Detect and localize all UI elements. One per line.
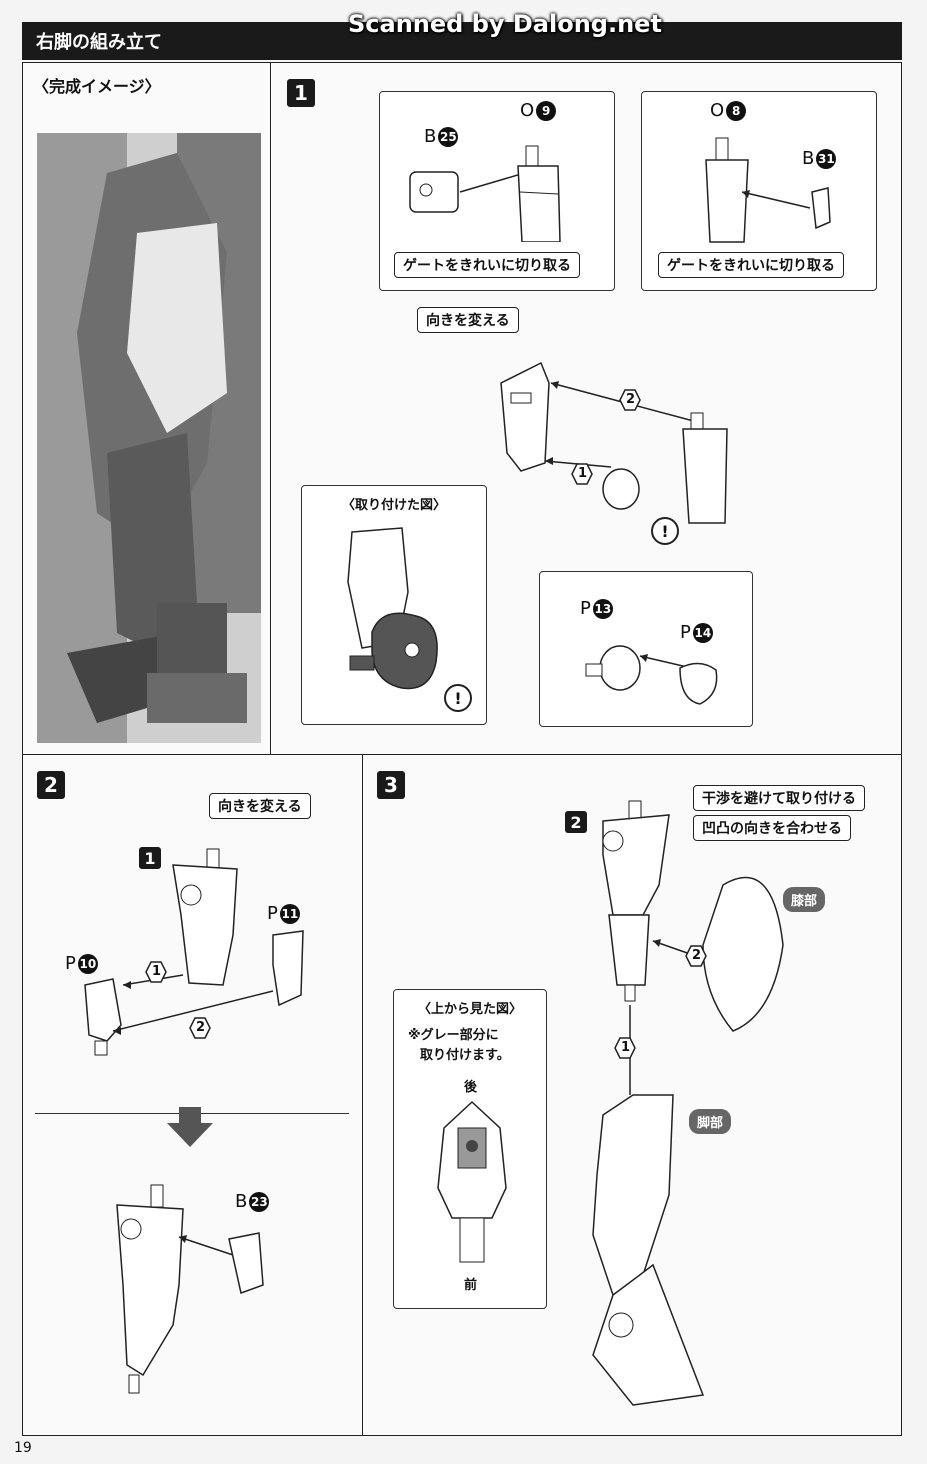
completed-image-label: 〈完成イメージ〉 — [33, 77, 161, 96]
step3-assembly-drawing — [592, 800, 784, 1406]
top-view-box: 〈上から見た図〉 ※グレー部分に 取り付けます。 後 前 — [393, 989, 547, 1309]
step2-seq-hex-2 — [189, 1017, 211, 1039]
scan-watermark: Scanned by Dalong.net — [348, 10, 662, 38]
part-letter: P — [267, 903, 278, 924]
part-letter: P — [65, 953, 76, 974]
part-number-badge: 31 — [816, 148, 837, 169]
seq-hex-2-label: 2 — [626, 392, 636, 407]
step3-panel: 3 2 干渉を避けて取り付ける 凹凸の向きを合わせる 膝部 脚部 2 1 〈上か… — [362, 754, 902, 1436]
step2-seq-hex-1 — [145, 961, 167, 983]
part-letter: B — [424, 126, 437, 147]
seq-hex-1 — [571, 463, 593, 485]
completed-image-panel: 〈完成イメージ〉 — [22, 62, 272, 756]
leg-part-tag: 脚部 — [689, 1109, 732, 1134]
step2-turn-label: 向きを変える — [209, 793, 311, 819]
step2-ref-number: 1 — [139, 847, 161, 869]
step1-box-c: P 13 P 14 — [539, 571, 753, 727]
top-view-note-line2: 取り付けます。 — [420, 1048, 510, 1063]
gate-cut-note-a: ゲートをきれいに切り取る — [394, 252, 580, 278]
interference-note: 干渉を避けて取り付ける — [693, 785, 865, 811]
step1-panel: 1 B 25 O 9 ゲートをきれいに切り取る O 8 B 31 — [270, 62, 902, 756]
step2-assembly-drawing — [84, 848, 304, 1056]
top-view-title: 〈上から見た図〉 — [418, 1002, 523, 1017]
step3-seq-hex-1 — [614, 1037, 636, 1059]
part-number-badge: 9 — [536, 100, 557, 121]
step3-seq-hex-2-label: 2 — [692, 948, 702, 963]
step1-box-a: B 25 O 9 ゲートをきれいに切り取る — [379, 91, 615, 291]
step2-result-drawing — [116, 1184, 264, 1394]
seq-hex-1-label: 1 — [578, 466, 588, 481]
part-letter: P — [580, 598, 591, 619]
gate-cut-note-b: ゲートをきれいに切り取る — [658, 252, 844, 278]
step1-box-b: O 8 B 31 ゲートをきれいに切り取る — [641, 91, 877, 291]
part-b25-label: B 25 — [424, 126, 459, 147]
seq-hex-2 — [619, 389, 641, 411]
top-view-front-label: 前 — [464, 1278, 478, 1293]
section-title: 右脚の組み立て — [36, 32, 162, 53]
parts-p13-p14-drawing — [585, 645, 718, 705]
alert-glyph: ! — [661, 521, 669, 541]
step3-number: 3 — [377, 771, 405, 799]
part-number-badge: 10 — [77, 953, 98, 974]
step3-seq-hex-2 — [685, 945, 707, 967]
step2-panel: 2 向きを変える 1 P 11 P 10 1 2 B 23 — [22, 754, 364, 1436]
attached-view-drawing — [347, 527, 438, 690]
page-number: 19 — [14, 1440, 32, 1456]
down-arrow-icon — [167, 1107, 213, 1147]
alignment-note: 凹凸の向きを合わせる — [693, 815, 851, 841]
part-letter: B — [802, 148, 815, 169]
part-number-badge: 8 — [726, 100, 747, 121]
part-p11-label: P 11 — [267, 903, 300, 924]
part-number-badge: 11 — [279, 903, 300, 924]
part-number-badge: 25 — [438, 126, 459, 147]
completed-leg-photo — [37, 133, 261, 743]
part-b31-label: B 31 — [802, 148, 837, 169]
part-o8-label: O 8 — [710, 100, 747, 121]
part-letter: P — [680, 622, 691, 643]
step1-assembly-drawing — [500, 361, 728, 524]
part-o9-label: O 9 — [520, 100, 557, 121]
part-p14-label: P 14 — [680, 622, 713, 643]
knee-part-tag: 膝部 — [783, 887, 826, 912]
attached-view-box: 〈取り付けた図〉 ! — [301, 485, 487, 725]
part-letter: O — [710, 100, 725, 121]
parts-o8-b31-drawing — [705, 137, 831, 243]
step3-seq-hex-1-label: 1 — [621, 1040, 631, 1055]
turn-around-label: 向きを変える — [417, 307, 519, 333]
parts-o9-b25-drawing — [409, 145, 561, 242]
step3-ref-number: 2 — [565, 811, 587, 833]
part-p10-label: P 10 — [65, 953, 98, 974]
part-letter: B — [235, 1191, 248, 1212]
attached-view-label: 〈取り付けた図〉 — [342, 498, 447, 513]
step1-number: 1 — [287, 79, 315, 107]
part-number-badge: 14 — [692, 622, 713, 643]
section-header: 右脚の組み立て — [22, 22, 902, 60]
step2-seq-hex-2-label: 2 — [196, 1020, 206, 1035]
part-b23-label: B 23 — [235, 1191, 270, 1212]
step2-seq-hex-1-label: 1 — [152, 964, 162, 979]
part-letter: O — [520, 100, 535, 121]
top-view-drawing — [437, 1100, 507, 1263]
part-number-badge: 13 — [592, 598, 613, 619]
part-p13-label: P 13 — [580, 598, 613, 619]
part-number-badge: 23 — [249, 1191, 270, 1212]
step2-number: 2 — [37, 771, 65, 799]
top-view-note-line1: ※グレー部分に — [408, 1028, 499, 1043]
alert-icon: ! — [651, 517, 679, 545]
alert-glyph: ! — [454, 688, 462, 708]
attached-alert-icon: ! — [444, 684, 472, 712]
top-view-back-label: 後 — [464, 1080, 478, 1095]
